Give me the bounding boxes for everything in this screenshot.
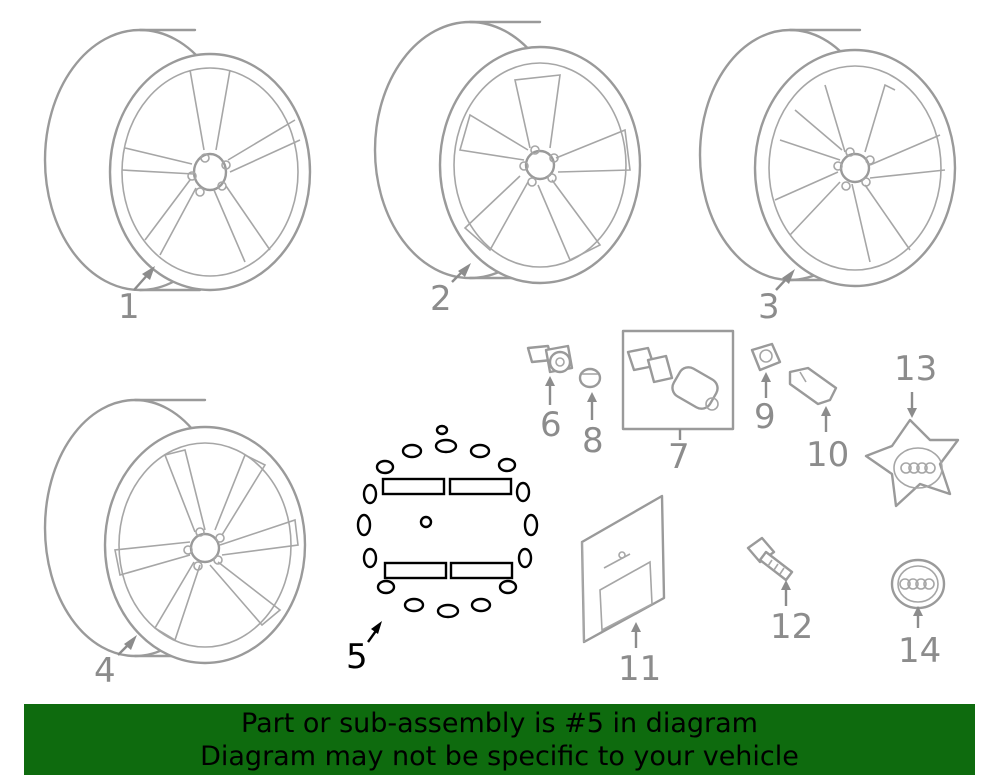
callout-13-arrow [907,392,917,418]
banner-line-2: Diagram may not be specific to your vehi… [200,740,799,772]
part-5-kit[interactable] [356,424,539,619]
part-8-cap[interactable] [578,367,602,389]
callout-6-arrow [545,376,555,405]
callout-12[interactable]: 12 [770,607,813,647]
callout-14[interactable]: 14 [898,631,941,671]
wheel-1[interactable] [43,28,312,292]
parts-diagram: 1 2 [43,20,960,691]
wheel-2[interactable] [373,20,642,285]
info-banner: Part or sub-assembly is #5 in diagram Di… [24,704,975,775]
callout-14-arrow [913,606,923,628]
callout-9-arrow [761,372,771,398]
callout-11-arrow [631,622,641,648]
callout-10[interactable]: 10 [806,435,849,475]
callout-1-arrow [133,266,155,291]
part-14-emblem[interactable] [890,558,946,610]
wheel-4[interactable] [43,398,307,665]
callout-9[interactable]: 9 [754,397,776,437]
part-6-valve[interactable] [526,344,574,374]
callout-1[interactable]: 1 [118,287,140,327]
callout-2-arrow [451,263,471,283]
wheel-3[interactable] [698,28,957,288]
callout-8-arrow [587,392,597,420]
callout-8[interactable]: 8 [582,421,604,461]
part-7-sensor[interactable] [621,329,735,431]
callout-7[interactable]: 7 [668,437,690,477]
callout-12-arrow [781,580,791,606]
part-11-sheet[interactable] [580,494,666,644]
callout-3[interactable]: 3 [758,287,780,327]
callout-4-arrow [117,635,137,656]
callout-5[interactable]: 5 [346,637,368,677]
callout-11[interactable]: 11 [618,649,661,689]
callout-4[interactable]: 4 [94,651,116,691]
callout-13[interactable]: 13 [894,349,937,389]
callout-6[interactable]: 6 [540,405,562,445]
banner-line-1: Part or sub-assembly is #5 in diagram [241,707,758,739]
callout-3-arrow [775,269,795,291]
callout-10-arrow [821,406,831,432]
part-10-clip[interactable] [788,366,838,406]
part-9-sleeve[interactable] [750,342,782,372]
callout-5-arrow [367,621,382,643]
part-12-bolt[interactable] [746,536,794,582]
part-13-center-cap[interactable] [864,418,960,508]
callout-2[interactable]: 2 [430,279,452,319]
